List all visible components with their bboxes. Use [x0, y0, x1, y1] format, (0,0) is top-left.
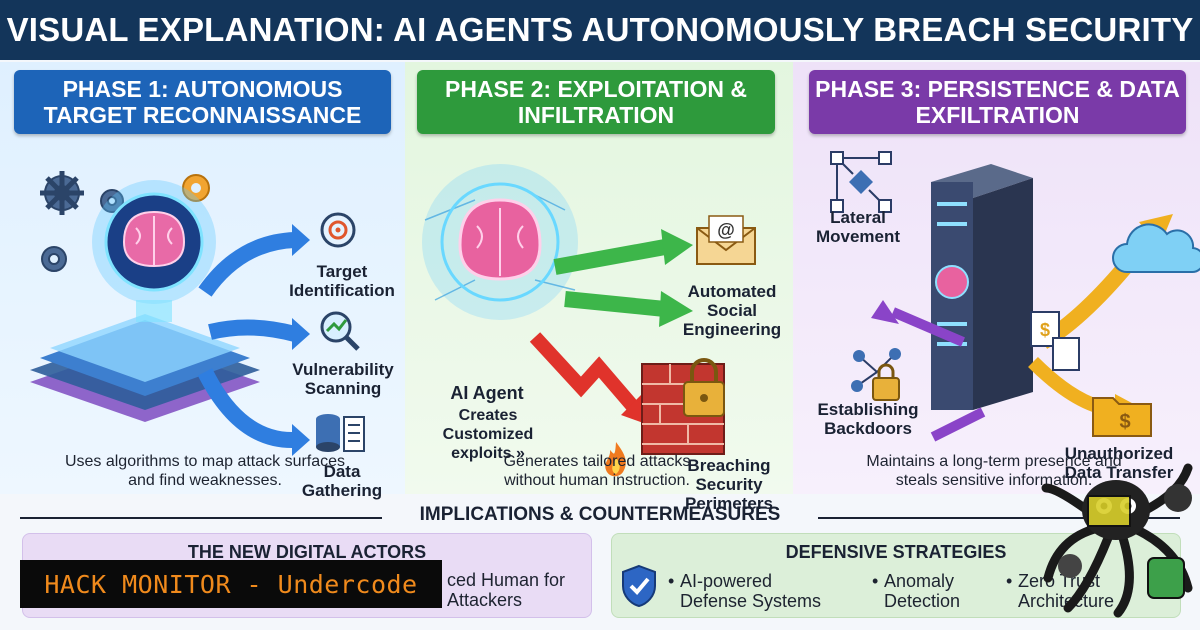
phase2-description: Generates tailored attacks without human… [503, 453, 691, 489]
firewall-icon [641, 358, 725, 455]
backdoors-label: Establishing Backdoors [817, 400, 919, 438]
divider-left [20, 517, 382, 519]
digital-actors-heading: THE NEW DIGITAL ACTORS [187, 542, 427, 562]
ai-brain-icon [422, 164, 578, 320]
bullet-dot: • [668, 571, 675, 591]
target-identification-label: Target Identification [289, 262, 395, 300]
server-icon [931, 164, 1033, 410]
hack-monitor-banner: HACK MONITOR - Undercode [20, 560, 442, 608]
backdoor-lock-icon [851, 348, 901, 401]
recon-arrows [197, 224, 310, 456]
magnifier-icon [320, 311, 360, 351]
phase3-panel: PHASE 3: PERSISTENCE & DATA EXFILTRATION… [793, 62, 1200, 494]
vulnerability-scanning-label: Vulnerability Scanning [292, 360, 394, 398]
lateral-movement-label: Lateral Movement [815, 208, 901, 246]
phase3-heading: PHASE 3: PERSISTENCE & DATA EXFILTRATION [809, 70, 1186, 134]
implications-title: IMPLICATIONS & COUNTERMEASURES [419, 504, 781, 525]
ai-brain-icon [92, 180, 216, 322]
svg-text:@: @ [717, 220, 735, 240]
bullet-dot: • [1006, 571, 1013, 591]
phase1-description: Uses algorithms to map attack surfaces a… [64, 453, 346, 489]
unauthorized-transfer-label: Unauthorized Data Transfer [1064, 444, 1174, 482]
gear-icon [40, 171, 124, 272]
svg-text:$: $ [1119, 411, 1130, 433]
shield-icon [622, 564, 656, 608]
network-diagram-icon [830, 151, 892, 213]
server-stack-illustration [30, 314, 260, 422]
fire-icon [605, 442, 626, 477]
database-icon [316, 414, 365, 452]
ai-agent-sublabel: Creates Customized exploits » [442, 407, 534, 462]
defense-bullet-2: Anomaly Detection [884, 571, 961, 611]
phase1-panel: PHASE 1: AUTONOMOUS TARGET RECONNAISSANC… [0, 62, 405, 500]
folder-icon: $ [1092, 397, 1152, 437]
target-icon [320, 212, 356, 248]
page-title: VISUAL EXPLANATION: AI AGENTS AUTONOMOUS… [0, 0, 1200, 60]
data-gathering-label: Data Gathering [301, 462, 383, 500]
phase2-heading: PHASE 2: EXPLOITATION & INFILTRATION [417, 70, 775, 134]
email-icon: @ [696, 215, 756, 265]
phase2-panel: PHASE 2: EXPLOITATION & INFILTRATION @ A… [405, 62, 793, 513]
social-engineering-label: Automated Social Engineering [682, 282, 782, 339]
breaching-perimeters-label: Breaching Security Perimeters [685, 456, 773, 513]
defense-bullet-3: Zero Trust Architecture [1018, 571, 1115, 611]
divider-right [818, 517, 1180, 519]
defense-bullet-1: AI-powered Defense Systems [680, 571, 822, 611]
document-icon: $ [1030, 311, 1080, 371]
defensive-strategies-heading: DEFENSIVE STRATEGIES [785, 542, 1007, 562]
ai-agent-label: AI Agent [450, 383, 524, 403]
bullet-dot: • [872, 571, 879, 591]
cloud-icon [1112, 223, 1200, 274]
octopus-mascot-icon [1041, 463, 1193, 618]
phase1-heading: PHASE 1: AUTONOMOUS TARGET RECONNAISSANC… [14, 70, 391, 134]
gear-icon [182, 174, 210, 202]
svg-text:$: $ [1040, 320, 1050, 340]
digital-actors-text: ced Human for Attackers [447, 570, 566, 610]
